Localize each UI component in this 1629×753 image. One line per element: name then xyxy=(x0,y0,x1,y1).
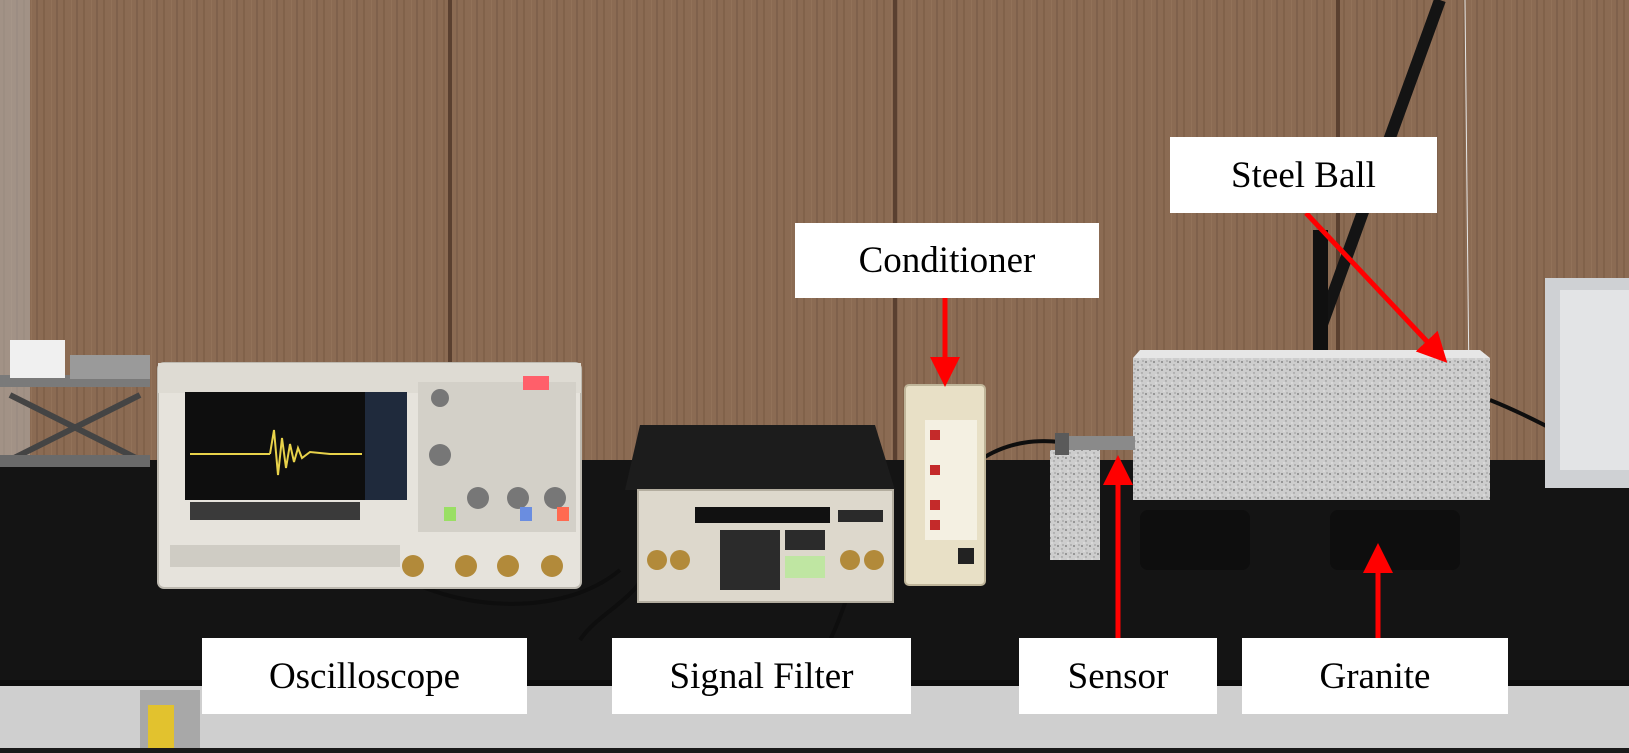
granite-label: Granite xyxy=(1242,638,1508,714)
stand-post xyxy=(1313,230,1328,360)
granite-block xyxy=(1133,358,1490,500)
lab-jack xyxy=(0,340,150,467)
left-edge-wall xyxy=(0,0,30,470)
conditioner-device xyxy=(904,384,986,586)
sensor-label: Sensor xyxy=(1019,638,1217,714)
sensor-body xyxy=(1060,436,1135,450)
oscilloscope-label: Oscilloscope xyxy=(202,638,527,714)
panel-seam xyxy=(448,0,452,470)
signal-filter-label: Signal Filter xyxy=(612,638,911,714)
monitor-edge xyxy=(1545,278,1629,488)
conditioner-label: Conditioner xyxy=(795,223,1099,298)
steel-ball-label: Steel Ball xyxy=(1170,137,1437,213)
granite-small-block xyxy=(1050,450,1100,560)
oscilloscope-device xyxy=(157,362,582,589)
cable xyxy=(978,439,1061,462)
granite-setup xyxy=(1050,350,1490,570)
signal-filter-device xyxy=(625,425,895,603)
arrow-icon xyxy=(1304,211,1448,363)
panel-seam xyxy=(1336,0,1340,470)
waveform xyxy=(269,429,362,476)
barcode-sticker xyxy=(148,705,174,748)
